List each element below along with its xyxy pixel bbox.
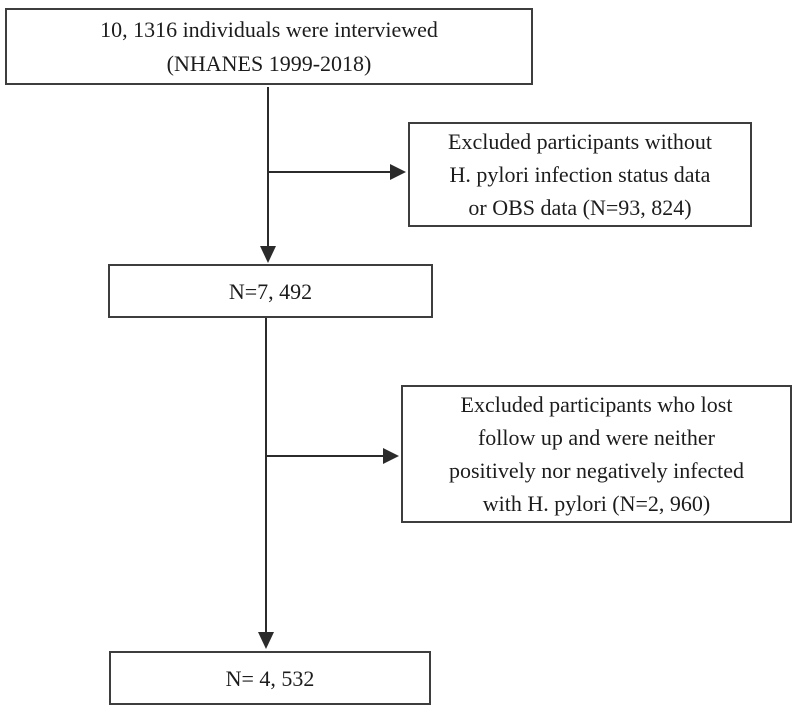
node-n-after-first-exclusion: N=7, 492 <box>108 264 433 318</box>
node-interviewed-line-1: 10, 1316 individuals were interviewed <box>100 16 438 42</box>
node-n-after-first-exclusion-label: N=7, 492 <box>228 278 313 304</box>
node-excluded-no-data-line-1: Excluded participants without <box>448 129 712 154</box>
node-final-n-label: N= 4, 532 <box>225 665 315 691</box>
node-interviewed-line-2: (NHANES 1999-2018) <box>166 50 372 76</box>
node-interviewed: 10, 1316 individuals were interviewed (N… <box>5 8 533 85</box>
arrow-n7492-to-n4532 <box>258 318 274 649</box>
arrow-interviewed-to-n7492 <box>260 87 276 263</box>
node-final-n: N= 4, 532 <box>109 651 431 705</box>
node-excluded-lost-followup: Excluded participants who lost follow up… <box>401 385 792 523</box>
node-excluded-no-data-line-3: or OBS data (N=93, 824) <box>468 195 692 220</box>
node-excluded-lost-followup-line-3: positively nor negatively infected <box>448 458 745 483</box>
node-excluded-lost-followup-line-4: with H. pylori (N=2, 960) <box>482 491 711 516</box>
node-excluded-lost-followup-line-1: Excluded participants who lost <box>460 392 733 417</box>
arrow-branch-to-excluded-2 <box>266 448 399 464</box>
arrow-branch-to-excluded-1 <box>268 164 406 180</box>
node-excluded-no-data-line-2: H. pylori infection status data <box>449 162 711 187</box>
node-excluded-lost-followup-line-2: follow up and were neither <box>477 425 716 450</box>
node-excluded-no-data: Excluded participants without H. pylori … <box>408 122 752 227</box>
